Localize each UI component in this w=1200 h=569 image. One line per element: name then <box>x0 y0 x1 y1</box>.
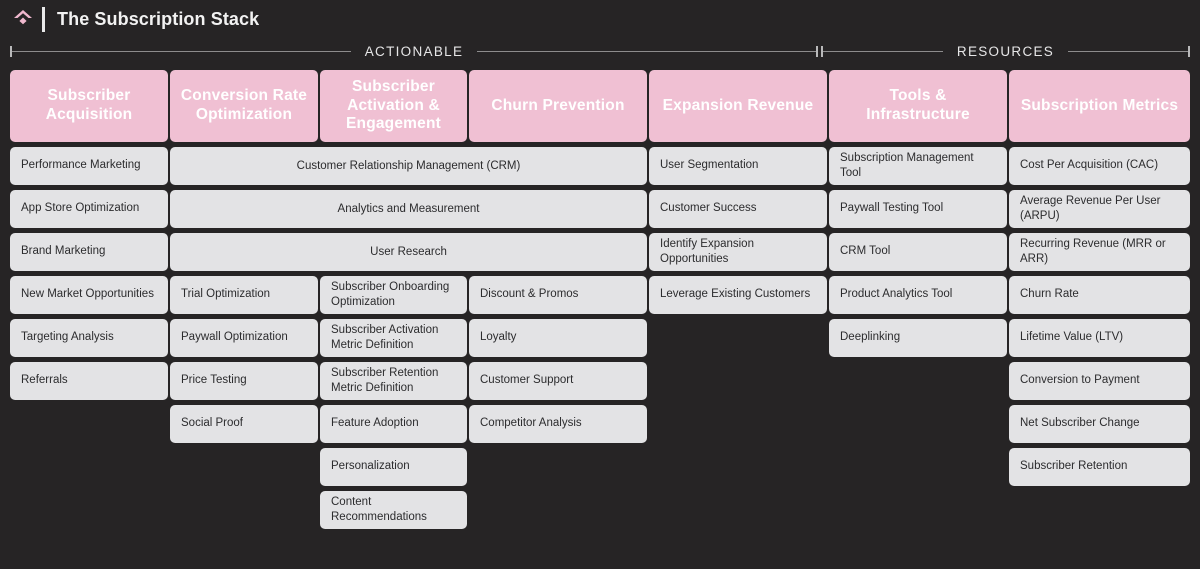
column-subscriber-acquisition: Subscriber Acquisition Performance Marke… <box>10 70 168 400</box>
list-item[interactable]: Feature Adoption <box>320 405 467 443</box>
list-item[interactable]: Leverage Existing Customers <box>649 276 827 314</box>
list-item[interactable]: Product Analytics Tool <box>829 276 1007 314</box>
column-expansion-revenue: Expansion Revenue User Segmentation Cust… <box>649 70 827 314</box>
list-item[interactable]: Targeting Analysis <box>10 319 168 357</box>
merged-list-item[interactable]: Analytics and Measurement <box>170 190 647 228</box>
section-resources: RESOURCES <box>821 36 1190 66</box>
header-divider <box>42 6 45 32</box>
list-item[interactable]: Recurring Revenue (MRR or ARR) <box>1009 233 1190 271</box>
section-rail: ACTIONABLE RESOURCES <box>0 36 1200 66</box>
column-header-tools-infrastructure[interactable]: Tools & Infrastructure <box>829 70 1007 142</box>
column-subscriber-activation-engagement: Subscriber Activation & Engagement Subsc… <box>320 70 467 529</box>
list-item[interactable]: Trial Optimization <box>170 276 318 314</box>
column-header-subscriber-activation-engagement[interactable]: Subscriber Activation & Engagement <box>320 70 467 142</box>
column-subscription-metrics: Subscription Metrics Cost Per Acquisitio… <box>1009 70 1190 486</box>
rail-line <box>823 50 943 52</box>
column-header-subscription-metrics[interactable]: Subscription Metrics <box>1009 70 1190 142</box>
list-item[interactable]: Average Revenue Per User (ARPU) <box>1009 190 1190 228</box>
column-header-subscriber-acquisition[interactable]: Subscriber Acquisition <box>10 70 168 142</box>
list-item[interactable]: Customer Success <box>649 190 827 228</box>
list-item[interactable]: Subscriber Onboarding Optimization <box>320 276 467 314</box>
list-item[interactable]: Identify Expansion Opportunities <box>649 233 827 271</box>
rail-line <box>12 50 351 52</box>
rail-end-cap-right <box>1188 45 1190 57</box>
column-header-churn-prevention[interactable]: Churn Prevention <box>469 70 647 142</box>
list-item[interactable]: Paywall Testing Tool <box>829 190 1007 228</box>
rail-tick-mid-left <box>816 45 818 57</box>
list-item[interactable]: Cost Per Acquisition (CAC) <box>1009 147 1190 185</box>
list-item[interactable]: Deeplinking <box>829 319 1007 357</box>
list-item[interactable]: App Store Optimization <box>10 190 168 228</box>
list-item[interactable]: Subscriber Activation Metric Definition <box>320 319 467 357</box>
list-item[interactable]: Customer Support <box>469 362 647 400</box>
rail-end-cap-left <box>10 45 12 57</box>
column-churn-prevention: Churn Prevention Discount & Promos Loyal… <box>469 70 647 443</box>
section-label-resources: RESOURCES <box>956 43 1055 59</box>
list-item[interactable]: Subscriber Retention Metric Definition <box>320 362 467 400</box>
list-item[interactable]: Subscriber Retention <box>1009 448 1190 486</box>
list-item[interactable]: Performance Marketing <box>10 147 168 185</box>
column-header-conversion-rate-optimization[interactable]: Conversion Rate Optimization <box>170 70 318 142</box>
list-item[interactable]: User Segmentation <box>649 147 827 185</box>
section-label-actionable: ACTIONABLE <box>364 43 464 59</box>
list-item[interactable]: Discount & Promos <box>469 276 647 314</box>
list-item[interactable]: Personalization <box>320 448 467 486</box>
page-title: The Subscription Stack <box>57 8 260 29</box>
column-conversion-rate-optimization: Conversion Rate Optimization Trial Optim… <box>170 70 318 443</box>
list-item[interactable]: Subscription Management Tool <box>829 147 1007 185</box>
list-item[interactable]: New Market Opportunities <box>10 276 168 314</box>
list-item[interactable]: Brand Marketing <box>10 233 168 271</box>
list-item[interactable]: Social Proof <box>170 405 318 443</box>
list-item[interactable]: Churn Rate <box>1009 276 1190 314</box>
list-item[interactable]: Referrals <box>10 362 168 400</box>
list-item[interactable]: CRM Tool <box>829 233 1007 271</box>
rail-tick-mid-right <box>821 45 823 57</box>
list-item[interactable]: Loyalty <box>469 319 647 357</box>
diamond-chevron-logo-icon <box>10 6 36 32</box>
merged-list-item[interactable]: Customer Relationship Management (CRM) <box>170 147 647 185</box>
list-item[interactable]: Conversion to Payment <box>1009 362 1190 400</box>
list-item[interactable]: Competitor Analysis <box>469 405 647 443</box>
column-tools-infrastructure: Tools & Infrastructure Subscription Mana… <box>829 70 1007 357</box>
list-item[interactable]: Lifetime Value (LTV) <box>1009 319 1190 357</box>
list-item[interactable]: Price Testing <box>170 362 318 400</box>
rail-line <box>1068 50 1188 52</box>
section-actionable: ACTIONABLE <box>10 36 821 66</box>
list-item[interactable]: Net Subscriber Change <box>1009 405 1190 443</box>
merged-list-item[interactable]: User Research <box>170 233 647 271</box>
rail-line <box>477 50 816 52</box>
app-header: The Subscription Stack <box>0 0 1200 32</box>
list-item[interactable]: Paywall Optimization <box>170 319 318 357</box>
list-item[interactable]: Content Recommendations <box>320 491 467 529</box>
stack-board: Subscriber Acquisition Performance Marke… <box>10 70 1190 550</box>
column-header-expansion-revenue[interactable]: Expansion Revenue <box>649 70 827 142</box>
